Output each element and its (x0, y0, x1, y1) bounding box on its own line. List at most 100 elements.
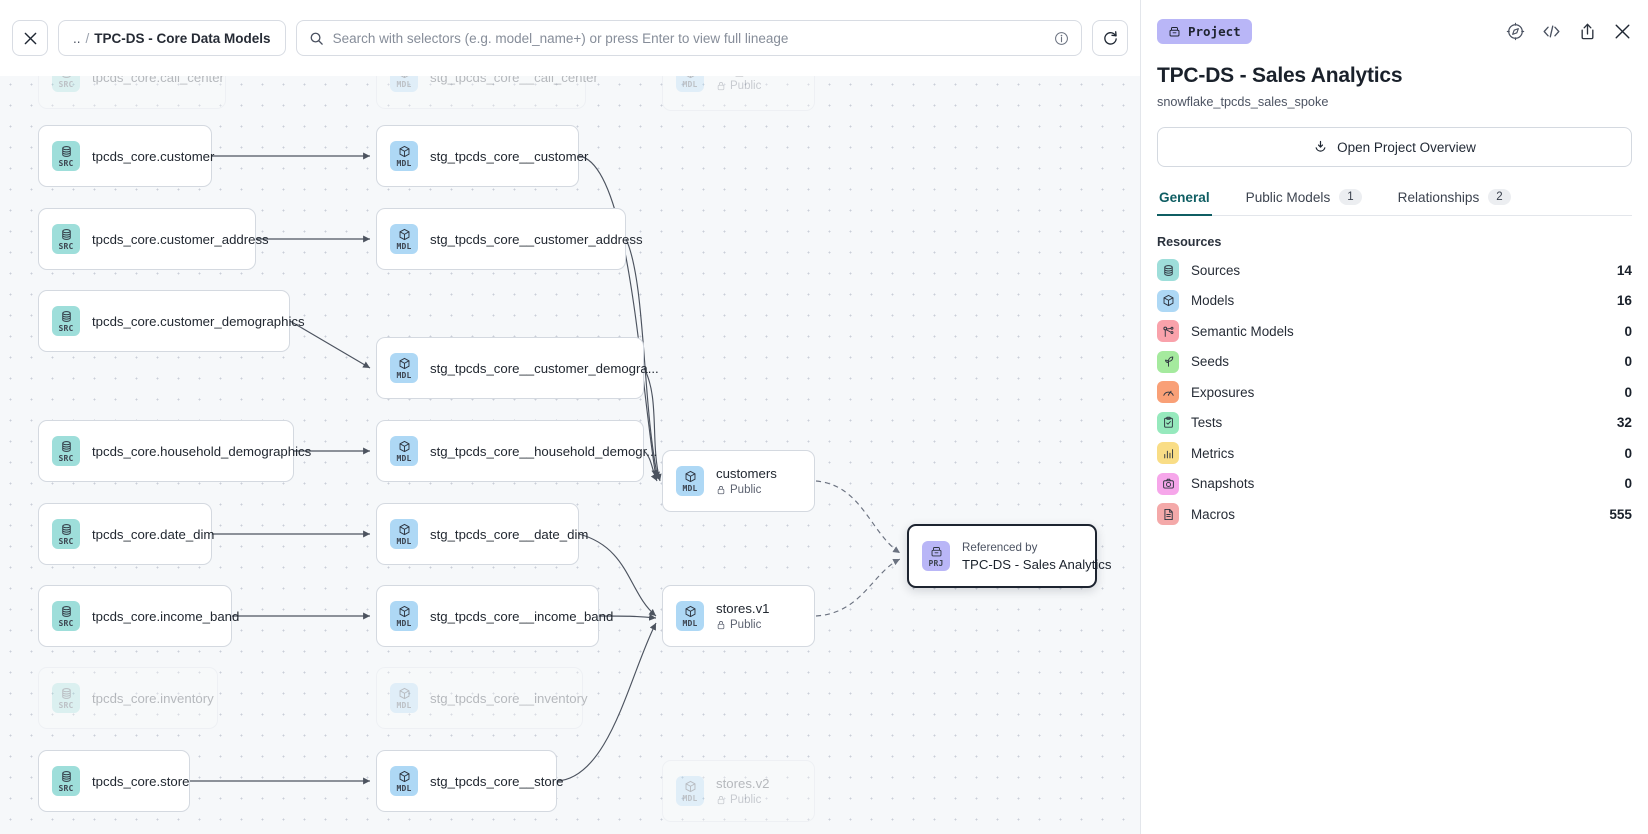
node-type-icon (684, 605, 697, 618)
node-label: tpcds_core.household_demographics (92, 443, 312, 459)
node-label: tpcds_core.income_band (92, 608, 240, 624)
database-icon (61, 228, 71, 240)
node-access: Public (716, 80, 786, 92)
search-icon (310, 32, 323, 45)
resource-count: 555 (1609, 506, 1632, 522)
node-badge-src: SRC (52, 436, 80, 466)
resources-heading: Resources (1157, 235, 1222, 249)
graph-node-mdl_stg_household_demographics[interactable]: MDL stg_tpcds_core__household_demogr... (376, 420, 657, 482)
breadcrumb[interactable]: .. / TPC-DS - Core Data Models (58, 20, 286, 56)
node-badge-mdl: MDL (390, 436, 418, 466)
node-type-icon (398, 687, 411, 700)
project-subtitle: snowflake_tpcds_sales_spoke (1157, 95, 1329, 109)
node-type-label: SRC (58, 79, 74, 89)
database-icon (1163, 264, 1173, 276)
node-label: tpcds_core.customer_address (92, 231, 269, 247)
gauge-icon (1162, 390, 1174, 396)
node-type-icon (398, 440, 411, 453)
node-type-icon (398, 770, 411, 783)
node-access: Public (716, 794, 770, 806)
panel-header-actions (1506, 22, 1632, 41)
node-text: stg_tpcds_core__store (430, 774, 563, 789)
resource-name: Metrics (1191, 445, 1235, 461)
bar-chart-icon (1163, 448, 1173, 459)
node-badge-src: SRC (52, 224, 80, 254)
breadcrumb-label: TPC-DS - Core Data Models (94, 30, 271, 46)
tab-label: General (1159, 190, 1210, 205)
cube-icon (685, 780, 695, 792)
database-icon (61, 605, 71, 617)
resource-name: Sources (1191, 262, 1241, 278)
node-type-icon (60, 523, 73, 536)
node-type-icon (60, 145, 73, 158)
lock-icon (717, 796, 725, 805)
node-text: tpcds_core.store (92, 774, 190, 789)
node-title: TPC-DS - Sales Analytics (962, 556, 1112, 572)
node-label: stores.v2 (716, 776, 770, 791)
tab-count: 2 (1488, 189, 1511, 205)
resource-type-chip[interactable]: Project (1157, 18, 1252, 44)
breadcrumb-separator: / (85, 30, 90, 46)
node-text: stg_tpcds_core__household_demogr... (430, 444, 657, 459)
info-icon[interactable] (1054, 31, 1069, 46)
semantic-graph-icon (1162, 326, 1173, 337)
node-type-label: SRC (58, 241, 74, 251)
open-project-overview-button[interactable]: Open Project Overview (1157, 127, 1632, 167)
node-type-label: MDL (396, 536, 412, 546)
lineage-search[interactable] (295, 20, 1082, 56)
tab-label: Public Models (1245, 189, 1331, 205)
explore-icon[interactable] (1506, 22, 1525, 41)
close-lineage-button[interactable] (12, 20, 48, 56)
node-badge-mdl: MDL (390, 353, 418, 383)
resource-name: Semantic Models (1191, 323, 1294, 339)
refresh-button[interactable] (1092, 20, 1128, 56)
graph-node-src_customer_address[interactable]: SRC tpcds_core.customer_address (38, 208, 269, 270)
semantic-graph-icon (1157, 320, 1179, 343)
search-input[interactable] (332, 30, 1045, 46)
resource-count: 0 (1624, 384, 1632, 400)
close-panel-icon[interactable] (1613, 22, 1632, 41)
share-icon[interactable] (1578, 22, 1597, 41)
node-type-label: MDL (682, 618, 698, 628)
node-text: tpcds_core.inventory (92, 691, 214, 706)
cube-icon (685, 470, 695, 482)
cube-icon (399, 228, 409, 240)
cube-icon (1163, 295, 1173, 307)
graph-node-src_household_demographics[interactable]: SRC tpcds_core.household_demographics (38, 420, 312, 482)
node-badge-mdl: MDL (390, 601, 418, 631)
tab-general[interactable]: General (1157, 190, 1212, 216)
clipboard-check-icon (1157, 411, 1179, 434)
code-icon[interactable] (1541, 22, 1562, 41)
